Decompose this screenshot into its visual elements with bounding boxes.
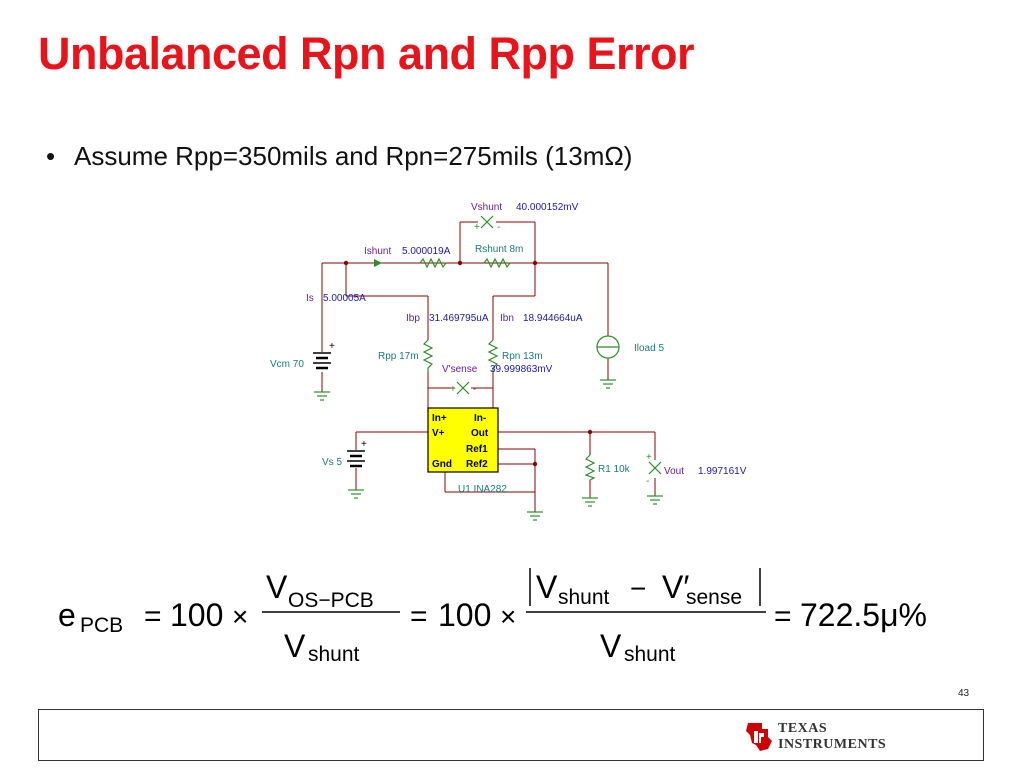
eq-equals-3: = <box>774 600 792 633</box>
vsense-value: 39.999863mV <box>490 364 553 375</box>
iload-source <box>596 335 620 359</box>
rpp-resistor <box>422 339 434 372</box>
eq-abs-vprime: V′ <box>662 569 689 605</box>
chip-label: U1 INA282 <box>458 484 507 495</box>
slide-title: Unbalanced Rpn and Rpp Error <box>38 28 695 79</box>
pin-v-plus: V+ <box>432 428 445 439</box>
vshunt-value: 40.000152mV <box>516 202 579 213</box>
ground-vs <box>348 489 364 499</box>
eq-os-pcb: OS−PCB <box>288 589 374 612</box>
ibp-value: 31.469795uA <box>429 313 489 324</box>
vs-plus: + <box>361 439 367 450</box>
eq-100-2: 100 <box>438 597 491 633</box>
page-number: 43 <box>958 688 970 699</box>
footer-bar <box>38 709 984 761</box>
ibp-name: Ibp <box>406 313 420 324</box>
vcm-plus: + <box>329 341 335 352</box>
eq-result: 722.5μ% <box>800 597 927 633</box>
rshunt-label: Rshunt 8m <box>475 244 523 255</box>
ishunt-resistor <box>419 257 447 269</box>
pin-gnd: Gnd <box>432 459 452 470</box>
ina282-chip <box>427 407 499 473</box>
ground-vout <box>647 495 663 505</box>
eq-den-v-1: V <box>284 628 306 664</box>
ibn-name: Ibn <box>500 313 514 324</box>
ishunt-value: 5.000019A <box>402 246 451 257</box>
eq-abs-v1: V <box>536 569 558 605</box>
vout-value: 1.997161V <box>698 466 747 477</box>
circuit-schematic: In+ In- V+ Out Ref1 Gnd Ref2 Vshunt 40.0… <box>270 202 747 521</box>
vshunt-name: Vshunt <box>471 202 502 213</box>
pin-in-plus: In+ <box>432 413 447 424</box>
ishunt-arrow <box>374 259 382 267</box>
ti-brand-line2: INSTRUMENTS <box>778 737 887 752</box>
ti-logo-icon <box>746 723 772 751</box>
vsense-minus: - <box>473 384 476 395</box>
ishunt-name: Ishunt <box>364 246 391 257</box>
eq-times-1: × <box>232 601 248 632</box>
ti-brand-line1: TEXAS <box>778 721 828 736</box>
eq-abs-sense: sense <box>686 586 742 609</box>
eq-den-shunt-2: shunt <box>624 643 676 666</box>
is-name: Is <box>306 293 314 304</box>
rshunt-resistor <box>483 257 511 269</box>
vsense-plus: + <box>450 384 456 395</box>
eq-num-v: V <box>266 569 288 605</box>
eq-den-v-2: V <box>600 628 622 664</box>
eq-pcb-sub: PCB <box>80 614 123 637</box>
eq-abs-minus: − <box>630 573 646 604</box>
eq-times-2: × <box>500 601 516 632</box>
eq-100-1: 100 <box>170 597 223 633</box>
r1-resistor <box>584 454 596 481</box>
rpp-label: Rpp 17m <box>378 351 419 362</box>
vs-battery <box>347 450 365 468</box>
ground-vcm <box>314 391 330 401</box>
ibn-value: 18.944664uA <box>523 313 583 324</box>
pin-ref2: Ref2 <box>466 459 488 470</box>
eq-equals-1: = <box>144 600 162 633</box>
vcm-battery <box>313 352 331 370</box>
eq-e: e <box>58 597 76 633</box>
bullet-item: • Assume Rpp=350mils and Rpn=275mils (13m… <box>46 141 632 172</box>
bullet-dot: • <box>46 141 56 171</box>
vcm-label: Vcm 70 <box>270 359 304 370</box>
iload-label: Iload 5 <box>634 343 664 354</box>
vout-plus: + <box>646 452 652 463</box>
ground-chip <box>527 511 543 521</box>
is-value: 5.00005A <box>323 293 366 304</box>
ground-iload <box>600 379 616 389</box>
vout-minus: - <box>646 476 649 487</box>
pin-in-minus: In- <box>474 413 486 424</box>
pin-ref1: Ref1 <box>466 444 488 455</box>
rpn-resistor <box>487 339 499 372</box>
vs-label: Vs 5 <box>322 457 342 468</box>
vshunt-minus: - <box>497 222 500 233</box>
eq-abs-shunt: shunt <box>558 586 610 609</box>
vsense-name: V'sense <box>442 364 478 375</box>
ground-r1 <box>582 497 598 507</box>
eq-equals-2: = <box>410 600 428 633</box>
r1-label: R1 10k <box>598 464 631 475</box>
rpn-label: Rpn 13m <box>502 351 543 362</box>
vout-name: Vout <box>664 466 684 477</box>
bullet-text: Assume Rpp=350mils and Rpn=275mils (13mΩ… <box>74 141 633 171</box>
vshunt-plus: + <box>474 222 480 233</box>
eq-den-shunt-1: shunt <box>308 643 360 666</box>
pin-out: Out <box>471 428 489 439</box>
